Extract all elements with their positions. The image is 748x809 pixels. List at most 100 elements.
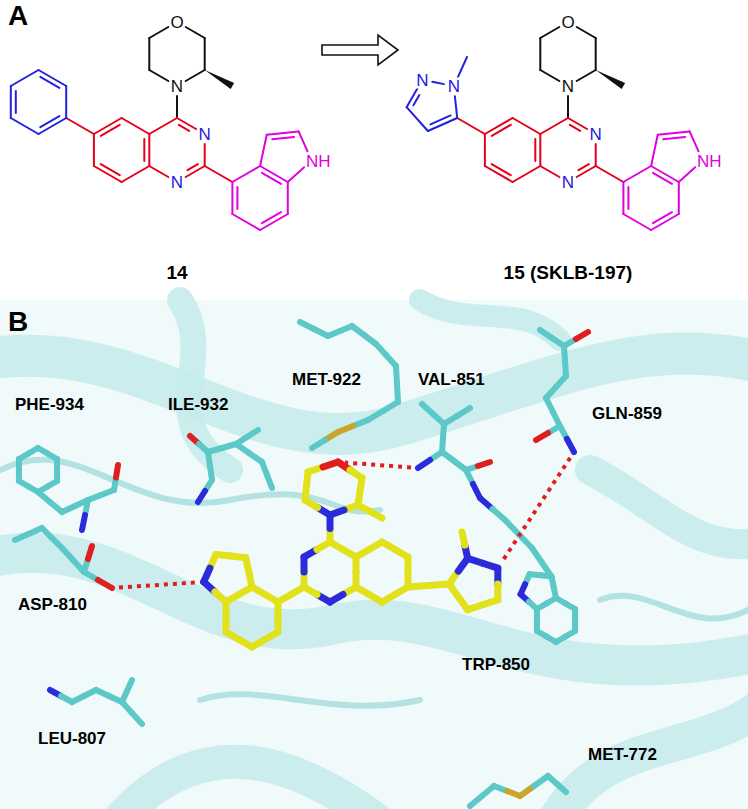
atom-label: N — [415, 71, 429, 88]
atom-label: O — [169, 14, 184, 31]
bond — [596, 166, 624, 182]
residue-stick — [28, 448, 38, 454]
residue-stick — [542, 562, 552, 576]
bond — [539, 134, 541, 166]
bond — [577, 70, 596, 81]
bond — [513, 166, 541, 182]
double-bond-line — [262, 173, 281, 184]
stick-models — [15, 322, 588, 806]
cartoon-ribbon — [0, 353, 748, 434]
residue-label: MET-772 — [588, 746, 657, 763]
bond — [678, 182, 680, 214]
bond — [65, 86, 67, 118]
bond — [484, 134, 486, 166]
bond — [288, 167, 304, 182]
bond — [287, 182, 289, 214]
residue-stick — [557, 784, 566, 792]
residue-stick — [478, 462, 490, 466]
bond — [679, 167, 695, 182]
residue-stick — [247, 430, 258, 437]
cartoon-loop — [0, 460, 380, 512]
bond — [231, 182, 233, 214]
residue-stick — [567, 439, 574, 452]
cartoon-ribbon — [110, 762, 390, 809]
bond — [267, 131, 299, 134]
hydrogen-bond — [345, 463, 411, 468]
double-bond-line — [578, 164, 588, 170]
residue-stick — [198, 491, 205, 502]
double-bond-line — [40, 77, 59, 88]
bond — [232, 214, 260, 230]
bond — [622, 182, 624, 214]
double-bond-line — [15, 91, 17, 113]
ligand-stick — [369, 542, 382, 550]
bond — [11, 118, 39, 134]
residue-stick — [127, 680, 132, 691]
bond — [690, 131, 699, 151]
residue-label: ASP-810 — [18, 596, 87, 613]
cartoon-ribbon — [180, 300, 230, 470]
bond — [177, 118, 196, 129]
residue-label: TRP-850 — [462, 656, 530, 673]
atom-label: N — [447, 78, 461, 95]
bond — [577, 27, 596, 38]
compound-label: 15 (SKLB-197) — [504, 263, 633, 282]
residue-label: LEU-807 — [38, 730, 106, 747]
residue-stick — [98, 580, 112, 588]
bond — [260, 135, 267, 166]
residue-stick — [418, 460, 430, 468]
cartoon-loop — [600, 596, 748, 619]
panel-letter: A — [8, 2, 28, 30]
wedge-bond — [205, 70, 234, 89]
bond — [567, 96, 569, 118]
compound-structure — [11, 27, 308, 230]
ligand-stick — [428, 584, 449, 586]
cartoon-ribbon — [590, 470, 748, 544]
atom-label: O — [560, 14, 575, 31]
hydrogen-bond — [502, 458, 570, 562]
double-bond-line — [179, 125, 189, 131]
bond — [148, 134, 150, 166]
bond — [540, 27, 559, 38]
residue-stick — [82, 515, 85, 530]
bond — [204, 38, 206, 70]
bond — [186, 166, 205, 177]
residue-stick — [536, 433, 548, 440]
bond — [651, 135, 658, 166]
bond — [623, 214, 651, 230]
atom-label: NH — [305, 152, 332, 169]
bond — [205, 166, 233, 182]
double-bond-line — [430, 115, 450, 124]
bond — [407, 107, 428, 131]
ligand-stick — [462, 532, 465, 545]
bond — [540, 70, 559, 81]
ligand-stick — [327, 515, 334, 529]
atom-label: N — [198, 126, 212, 143]
double-bond-line — [627, 187, 629, 209]
bond — [186, 27, 205, 38]
double-bond-line — [534, 139, 536, 161]
bond — [176, 96, 178, 118]
bond — [455, 96, 457, 118]
double-bond-line — [272, 137, 294, 139]
double-bond-line — [570, 125, 580, 131]
bond — [458, 57, 467, 77]
double-bond-line — [101, 164, 120, 175]
bond — [595, 144, 597, 166]
double-bond-line — [653, 173, 672, 184]
hydrogen-bonds — [119, 458, 570, 588]
double-bond-line — [262, 212, 281, 223]
atom-label: N — [170, 174, 184, 191]
bond — [93, 134, 95, 166]
atom-label: N — [561, 78, 575, 95]
bond — [540, 166, 559, 177]
bond — [457, 118, 485, 134]
double-bond-line — [492, 125, 511, 136]
bond — [186, 70, 205, 81]
double-bond-line — [236, 187, 238, 209]
cartoon-ribbon — [0, 553, 748, 666]
bond — [539, 38, 541, 70]
double-bond-line — [663, 137, 685, 139]
transform-arrow — [322, 35, 398, 65]
